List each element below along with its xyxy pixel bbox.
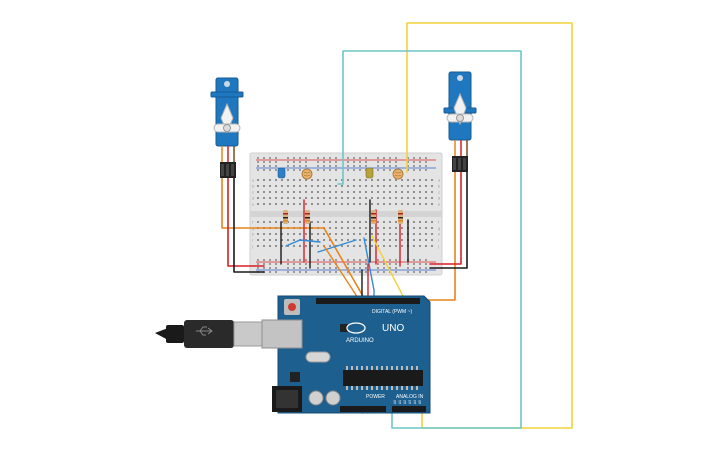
row-letter: d	[438, 196, 440, 201]
wire-orange-to-arduino[interactable]	[323, 245, 359, 299]
row-letter: h	[252, 232, 254, 237]
analog-pin-label: A5	[418, 400, 422, 404]
analog-pin-label: A3	[408, 400, 412, 404]
analog-pin-label: A0	[393, 400, 397, 404]
resistor-2[interactable]	[305, 210, 310, 224]
jumper-blue-1[interactable]	[285, 239, 321, 247]
row-letter: b	[438, 184, 441, 189]
capacitor-olive[interactable]	[365, 167, 374, 179]
analog-header	[392, 406, 426, 412]
wire-right-servo-ground[interactable]	[429, 171, 468, 269]
wire-right-servo-power[interactable]	[429, 171, 462, 265]
row-letter: e	[252, 202, 255, 207]
usb-symbol-icon	[196, 326, 213, 336]
row-letter: i	[438, 238, 439, 243]
row-letter: f	[438, 220, 440, 225]
resistor-4[interactable]	[398, 210, 403, 224]
digital-header	[316, 298, 420, 304]
crystal	[305, 351, 331, 363]
row-letter: i	[252, 238, 253, 243]
row-letter: a	[252, 178, 255, 183]
digital-header-label: DIGITAL (PWM ~)	[372, 309, 412, 315]
row-letter: a	[438, 178, 441, 183]
atmega-chip	[343, 370, 423, 386]
row-letter: j	[437, 244, 439, 249]
row-letter: j	[251, 244, 253, 249]
servo-left[interactable]	[210, 77, 244, 178]
wire-left-servo-ground[interactable]	[233, 177, 265, 273]
analog-pin-label: A2	[403, 400, 407, 404]
usb-cable[interactable]	[155, 320, 265, 348]
servo-right[interactable]	[443, 71, 477, 172]
power-header	[340, 406, 386, 412]
voltage-regulator	[290, 372, 300, 382]
uno-logo: UNO	[382, 323, 404, 334]
row-letter: c	[252, 190, 254, 195]
jumper-blue-3[interactable]	[363, 237, 375, 299]
resistor-1[interactable]	[283, 210, 288, 224]
row-letter: h	[438, 232, 440, 237]
wire-left-servo-signal[interactable]	[221, 177, 365, 299]
wire-teal-long[interactable]	[337, 50, 522, 429]
row-letter: f	[252, 220, 254, 225]
row-letter: c	[438, 190, 440, 195]
chip-pins	[346, 366, 418, 390]
jumper-blue-2[interactable]	[317, 239, 357, 253]
row-letter: b	[252, 184, 255, 189]
photoresistor-right[interactable]	[392, 168, 404, 180]
capacitor-blue[interactable]	[277, 167, 286, 179]
board-capacitor-1	[308, 390, 324, 406]
board-capacitor-2	[325, 390, 341, 406]
analog-pin-label: A4	[413, 400, 417, 404]
breadboard-center-channel	[250, 211, 442, 217]
analog-pin-label: A1	[398, 400, 402, 404]
row-letter: e	[438, 202, 441, 207]
arduino-brand: ARDUINO	[346, 338, 374, 344]
analog-header-label: ANALOG IN	[396, 394, 424, 400]
row-letter: g	[438, 226, 440, 231]
usb-b-port	[261, 319, 303, 349]
photoresistor-left[interactable]	[301, 168, 313, 180]
row-letter: d	[252, 196, 254, 201]
arduino-logo-icon	[346, 322, 366, 334]
wire-yellow-long[interactable]	[406, 22, 573, 429]
power-header-label: POWER	[366, 394, 385, 400]
wire-yellow-to-arduino[interactable]	[371, 235, 405, 299]
resistor-3[interactable]	[371, 210, 376, 224]
wire-left-servo-power[interactable]	[227, 177, 265, 267]
arduino-uno[interactable]: ARDUINO UNO DIGITAL (PWM ~) POWER ANALOG…	[261, 295, 431, 414]
